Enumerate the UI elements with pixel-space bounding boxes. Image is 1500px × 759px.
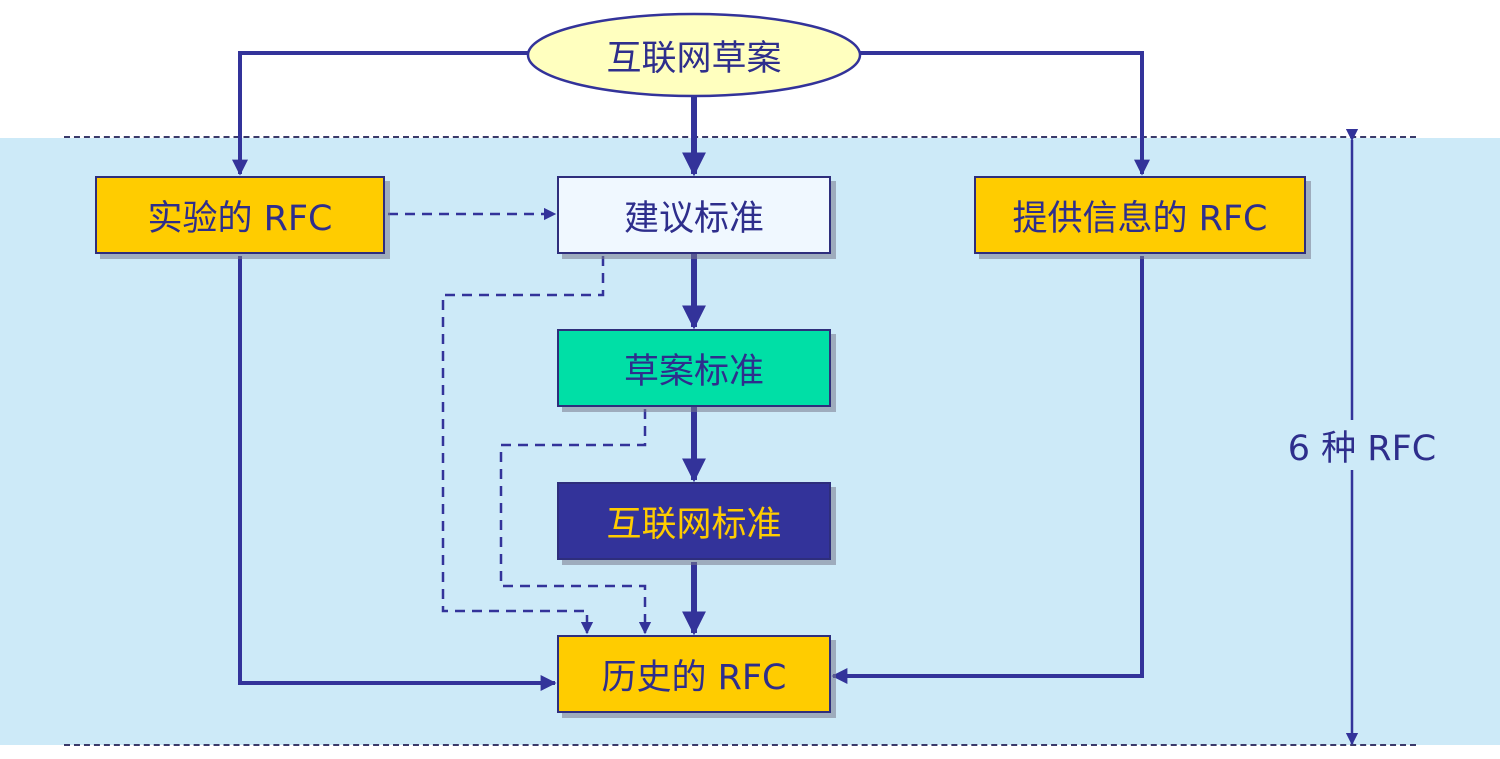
proposed-standard-box: 建议标准 <box>557 176 831 254</box>
arrow-experimental-to-historic <box>238 256 557 691</box>
arrow-draft-to-informational <box>860 51 1150 176</box>
arrow-draft-to-experimental <box>232 51 528 176</box>
draft-label: 互联网草案 <box>606 38 782 79</box>
arrow-informational-to-historic <box>831 256 1144 684</box>
informational-rfc-box: 提供信息的 RFC <box>974 176 1306 254</box>
historic-rfc-box: 历史的 RFC <box>557 635 831 713</box>
rfc-count-label: 6 种 RFC <box>1262 420 1462 470</box>
top-dashed-boundary <box>64 136 1416 138</box>
internet-standard-box: 互联网标准 <box>557 482 831 560</box>
dashed-arrow-proposed-to-historic <box>441 256 605 635</box>
bottom-dashed-boundary <box>64 744 1416 746</box>
experimental-rfc-box: 实验的 RFC <box>95 176 385 254</box>
draft-standard-box: 草案标准 <box>557 329 831 407</box>
